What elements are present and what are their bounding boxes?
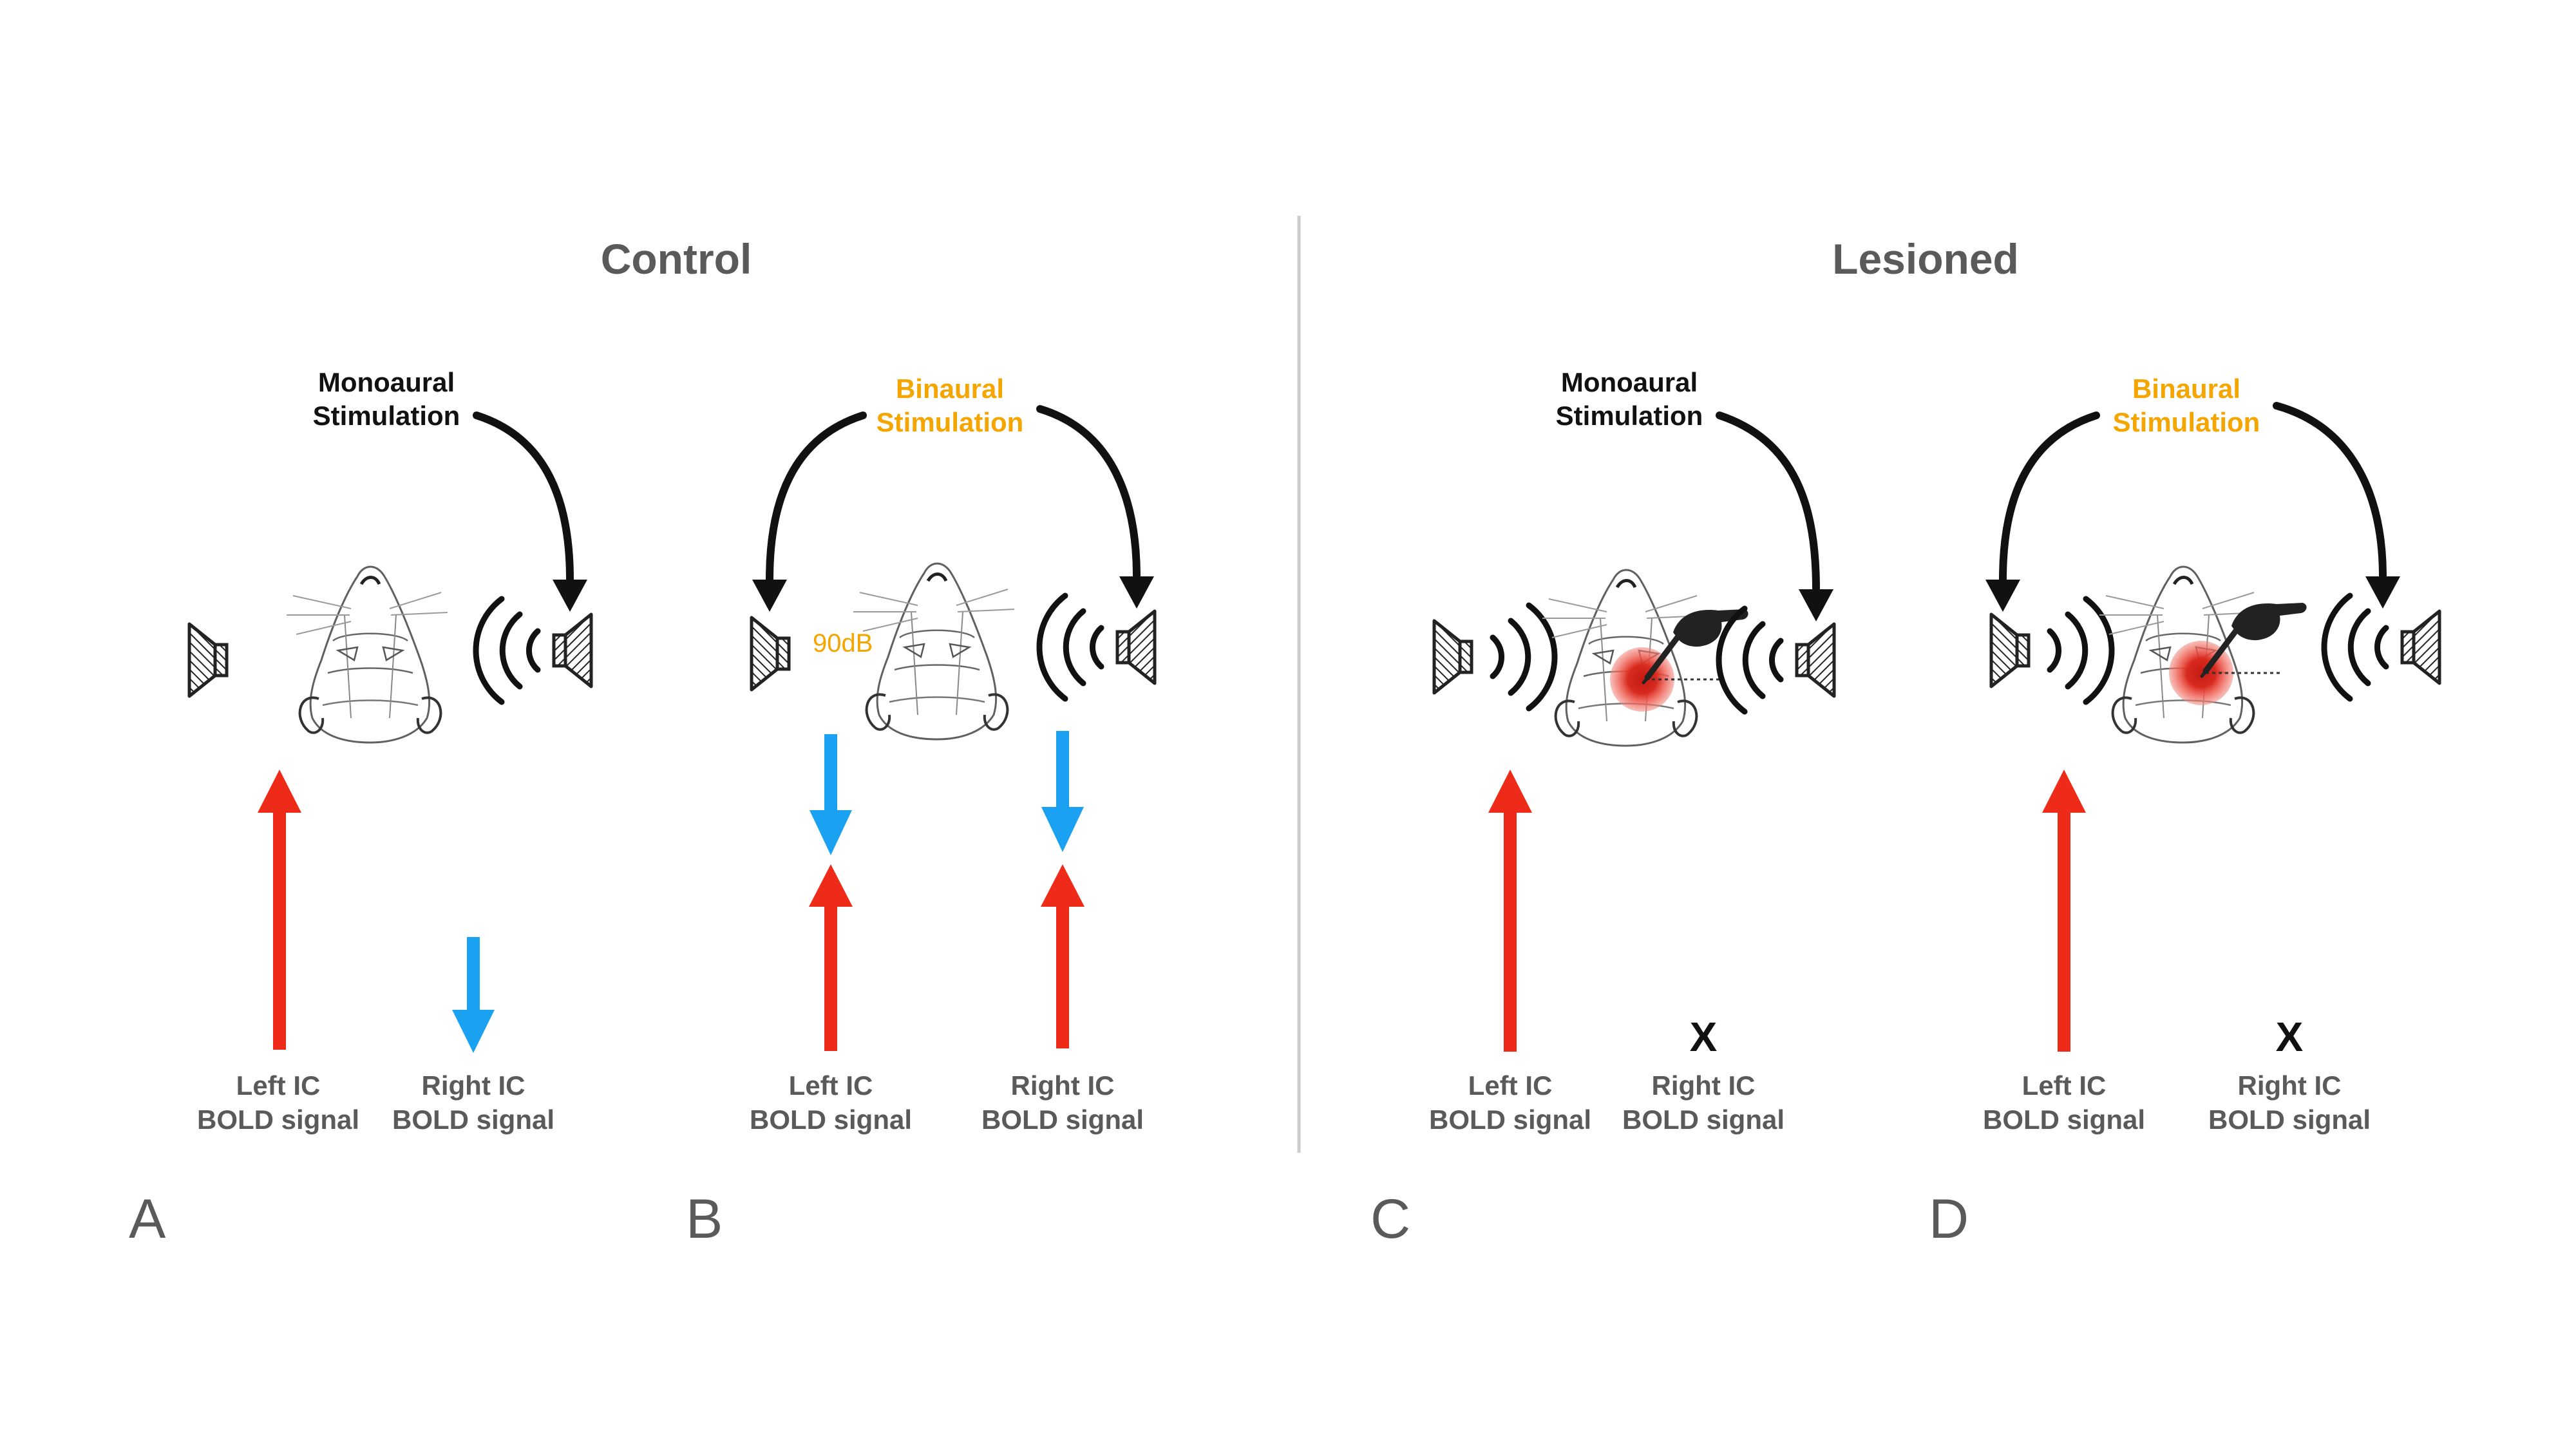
stimulation-label-line2: Stimulation <box>2113 407 2260 437</box>
sound-wave-icon <box>476 599 538 702</box>
stimulation-label-line1: Binaural <box>2132 374 2240 404</box>
panel-a: Monoaural Stimulation Left IC BOLD signa… <box>129 367 591 1250</box>
stimulation-arrow-right <box>1036 405 1154 609</box>
stimulation-arrow-left <box>1985 412 2100 612</box>
right-ic-label-line1: Right IC <box>1011 1070 1115 1101</box>
sound-wave-icon <box>1039 596 1101 699</box>
stimulation-label-line2: Stimulation <box>313 401 460 431</box>
right-ic-no-change-mark: X <box>1690 1014 1718 1060</box>
left-ic-label-line1: Left IC <box>1468 1070 1553 1101</box>
panel-d: Binaural Stimulation X Left IC BOLD sign… <box>1929 374 2439 1250</box>
speaker-icon <box>1434 621 1472 693</box>
right-ic-label-line1: Right IC <box>2238 1070 2342 1101</box>
speaker-icon <box>1797 624 1834 696</box>
left-ic-label-line1: Left IC <box>789 1070 873 1101</box>
left-ic-label-line2: BOLD signal <box>197 1104 359 1135</box>
speaker-icon <box>189 624 227 696</box>
stimulation-arrow-left <box>752 412 867 612</box>
sound-wave-icon <box>1719 609 1781 712</box>
stimulation-arrow <box>1716 412 1833 621</box>
stimulation-arrow <box>473 412 587 612</box>
stimulation-label-line2: Stimulation <box>876 407 1024 437</box>
right-ic-label-line2: BOLD signal <box>1622 1104 1785 1135</box>
panel-b: Binaural Stimulation 90dB <box>686 374 1155 1250</box>
right-ic-decrease-arrow <box>452 937 495 1053</box>
right-ic-no-change-mark: X <box>2276 1014 2304 1060</box>
speaker-icon <box>1117 611 1155 683</box>
panel-c: Monoaural Stimulation X Left IC BOLD sig… <box>1370 367 1834 1250</box>
stimulation-label-line2: Stimulation <box>1556 401 1703 431</box>
stimulation-label-line1: Monoaural <box>318 367 455 397</box>
right-ic-increase-arrow <box>1041 864 1084 1048</box>
section-title-lesioned: Lesioned <box>1832 235 2019 283</box>
sound-wave-icon <box>1493 605 1555 708</box>
left-ic-increase-arrow <box>2042 770 2086 1052</box>
rat-head-icon <box>853 564 1014 739</box>
left-ic-label-line2: BOLD signal <box>1983 1104 2145 1135</box>
right-ic-label-line1: Right IC <box>1652 1070 1756 1101</box>
panel-letter: B <box>686 1188 723 1250</box>
right-ic-label-line2: BOLD signal <box>392 1104 554 1135</box>
speaker-icon <box>2402 611 2439 683</box>
left-ic-label-line2: BOLD signal <box>750 1104 912 1135</box>
stimulation-arrow-right <box>2273 402 2400 609</box>
right-ic-label-line2: BOLD signal <box>2208 1104 2371 1135</box>
panel-letter: A <box>129 1188 166 1250</box>
left-ic-increase-arrow <box>1488 770 1532 1052</box>
left-ic-increase-arrow <box>258 770 301 1050</box>
sound-wave-icon <box>2324 596 2386 699</box>
sound-level-label: 90dB <box>813 629 873 658</box>
rat-head-icon <box>287 567 448 743</box>
left-ic-increase-arrow <box>809 864 853 1051</box>
right-ic-label-line2: BOLD signal <box>981 1104 1144 1135</box>
stimulation-label-line1: Monoaural <box>1561 367 1698 397</box>
speaker-icon <box>1991 614 2029 687</box>
section-title-control: Control <box>601 235 752 283</box>
panel-letter: C <box>1370 1188 1410 1250</box>
speaker-icon <box>752 618 789 690</box>
panel-letter: D <box>1929 1188 1969 1250</box>
right-ic-decrease-arrow <box>1041 731 1084 852</box>
left-ic-label-line2: BOLD signal <box>1429 1104 1591 1135</box>
speaker-icon <box>554 614 591 687</box>
left-ic-label-line1: Left IC <box>236 1070 321 1101</box>
left-ic-label-line1: Left IC <box>2022 1070 2107 1101</box>
stimulation-label-line1: Binaural <box>896 374 1004 404</box>
left-ic-decrease-arrow <box>810 734 852 855</box>
right-ic-label-line1: Right IC <box>422 1070 526 1101</box>
